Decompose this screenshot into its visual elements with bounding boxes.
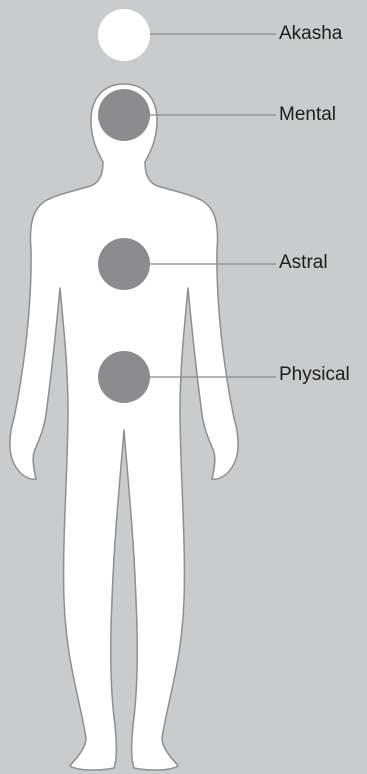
physical-circle (98, 351, 150, 403)
mental-label: Mental (279, 104, 336, 126)
akasha-label: Akasha (279, 23, 342, 45)
akasha-circle (98, 9, 150, 61)
human-silhouette (10, 84, 238, 770)
astral-circle (98, 238, 150, 290)
physical-label: Physical (279, 364, 350, 386)
mental-circle (98, 89, 150, 141)
astral-label: Astral (279, 252, 328, 274)
